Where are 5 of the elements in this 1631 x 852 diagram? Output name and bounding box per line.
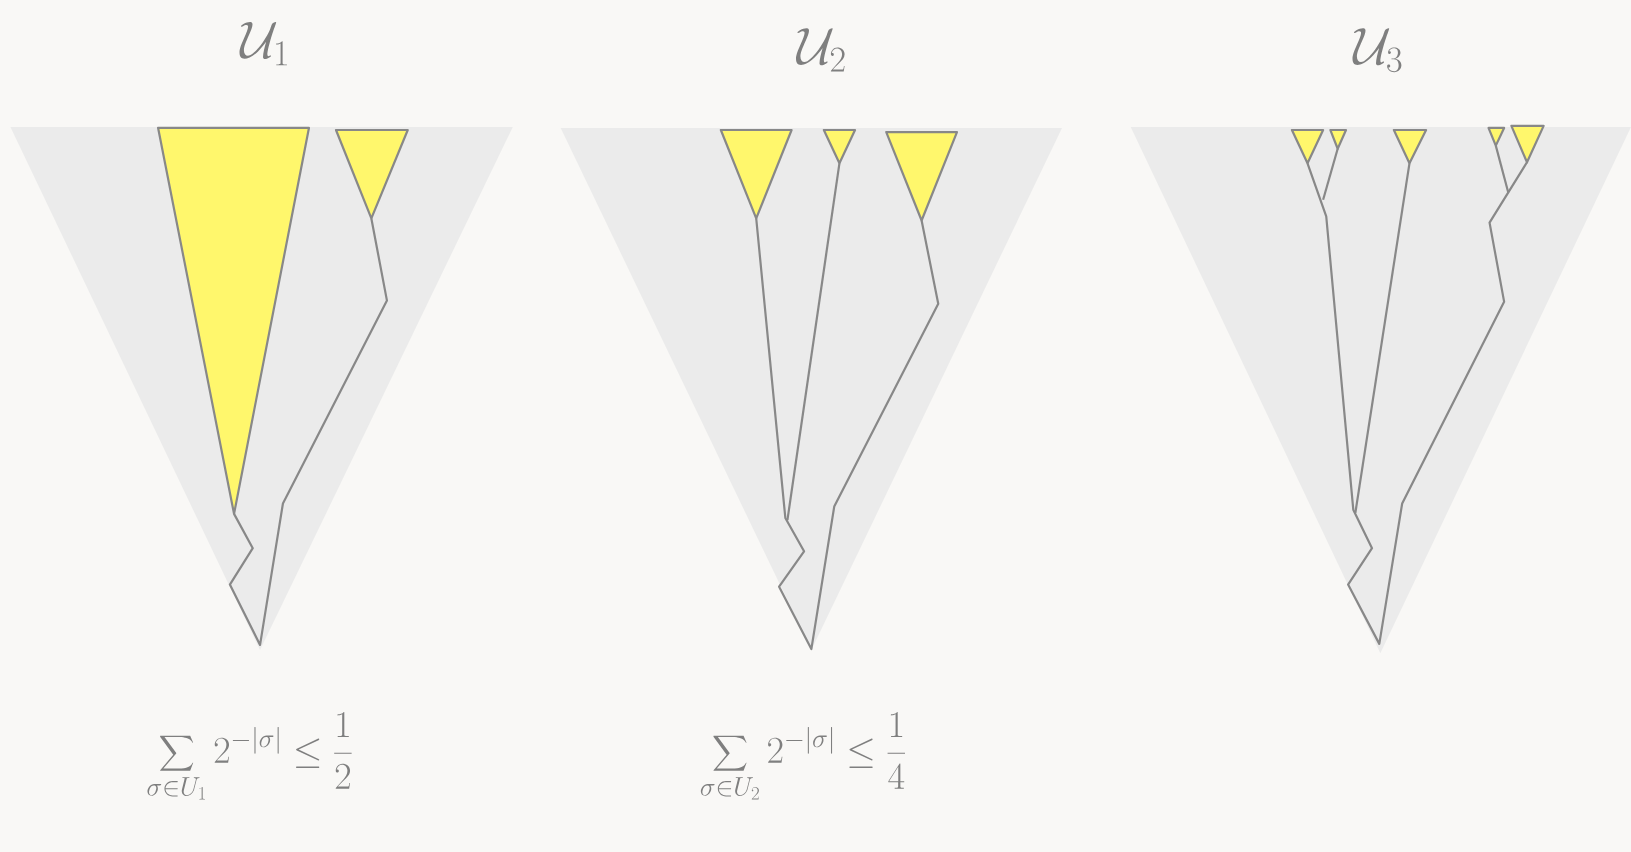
set-label: $\mathcal{U}_2$ <box>796 28 845 72</box>
sum-formula: $\sum_{\sigma\in U_2} 2^{-|\sigma|} \leq \frac{1}{4}$ <box>700 711 905 800</box>
sum-formula: $\sum_{\sigma\in U_1} 2^{-|\sigma|} \leq \frac{1}{2}$ <box>147 711 352 800</box>
set-label: $\mathcal{U}_3$ <box>1352 28 1402 73</box>
set-label: $\mathcal{U}_1$ <box>239 22 287 66</box>
